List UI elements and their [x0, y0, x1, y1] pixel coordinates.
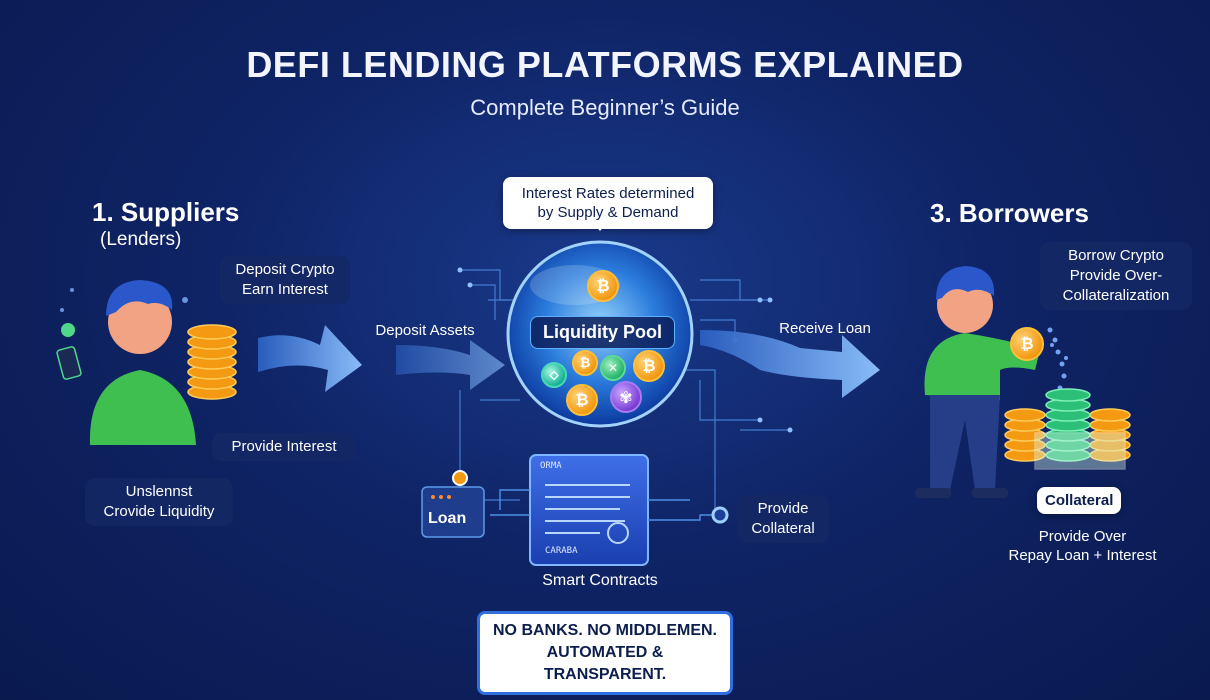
- bitcoin-coin-icon: ₿: [633, 350, 665, 382]
- supplier-person: [56, 280, 237, 445]
- callout-line: Collateral: [751, 520, 815, 537]
- loan-label: Loan: [428, 510, 467, 527]
- borrower-person: [915, 266, 1131, 498]
- callout-line: Provide: [757, 500, 809, 517]
- bitcoin-coin-icon: ₿: [566, 384, 598, 416]
- bubble-line: Interest Rates determined: [521, 185, 695, 202]
- contract-doc-header: ORMA: [540, 461, 562, 471]
- callout-line: Unslennst: [125, 483, 193, 500]
- deposit-arrow: [258, 325, 362, 392]
- borrowers-heading: 3. Borrowers: [930, 198, 1089, 228]
- liquidity-pool-label: Liquidity Pool: [530, 316, 675, 349]
- deposit-assets-label: Deposit Assets: [375, 322, 475, 339]
- bitcoin-coin-icon: ₿: [572, 350, 598, 376]
- suppliers-heading: 1. Suppliers: [92, 197, 240, 227]
- repay-line: Repay Loan + Interest: [1008, 547, 1157, 564]
- callout-line: Provide Over-: [1069, 267, 1163, 284]
- bubble-line: by Supply & Demand: [537, 204, 679, 221]
- altcoin-icon: ✾: [610, 381, 642, 413]
- smart-contracts-label: Smart Contracts: [542, 572, 658, 589]
- contract-doc-footer: CARABA: [545, 546, 578, 556]
- tagline-line: NO BANKS. NO MIDDLEMEN.: [493, 622, 717, 639]
- ethereum-coin-icon: ⬦: [541, 362, 567, 388]
- callout-line: Earn Interest: [242, 281, 328, 298]
- callout-line: Crovide Liquidity: [103, 503, 215, 520]
- provide-interest-callout: Provide Interest: [212, 433, 356, 461]
- token-coin-icon: ✕: [600, 355, 626, 381]
- footer-tagline: NO BANKS. NO MIDDLEMEN. AUTOMATED & TRAN…: [477, 611, 733, 695]
- receive-loan-label: Receive Loan: [779, 320, 871, 337]
- bubble-pointer: [592, 221, 608, 231]
- suppliers-deposit-callout: Deposit Crypto Earn Interest: [220, 256, 350, 304]
- callout-line: Borrow Crypto: [1068, 247, 1164, 264]
- bitcoin-coin-icon: ₿: [1010, 327, 1044, 361]
- borrow-crypto-callout: Borrow Crypto Provide Over- Collateraliz…: [1040, 242, 1192, 310]
- tagline-line: AUTOMATED & TRANSPARENT.: [543, 644, 667, 683]
- repay-line: Provide Over: [1038, 528, 1127, 545]
- page-subtitle: Complete Beginner’s Guide: [470, 95, 740, 120]
- callout-line: Collateralization: [1062, 287, 1170, 304]
- provide-collateral-callout: Provide Collateral: [737, 495, 829, 543]
- suppliers-subheading: (Lenders): [100, 229, 182, 250]
- collateral-label: Collateral: [1037, 487, 1122, 514]
- page-title: DEFI LENDING PLATFORMS EXPLAINED: [246, 44, 964, 85]
- repay-loan-label: Provide Over Repay Loan + Interest: [995, 527, 1170, 565]
- interest-rates-bubble: Interest Rates determined by Supply & De…: [503, 177, 713, 229]
- crovide-liquidity-callout: Unslennst Crovide Liquidity: [85, 478, 233, 526]
- callout-line: Deposit Crypto: [235, 261, 335, 278]
- bitcoin-coin-icon: ₿: [587, 270, 619, 302]
